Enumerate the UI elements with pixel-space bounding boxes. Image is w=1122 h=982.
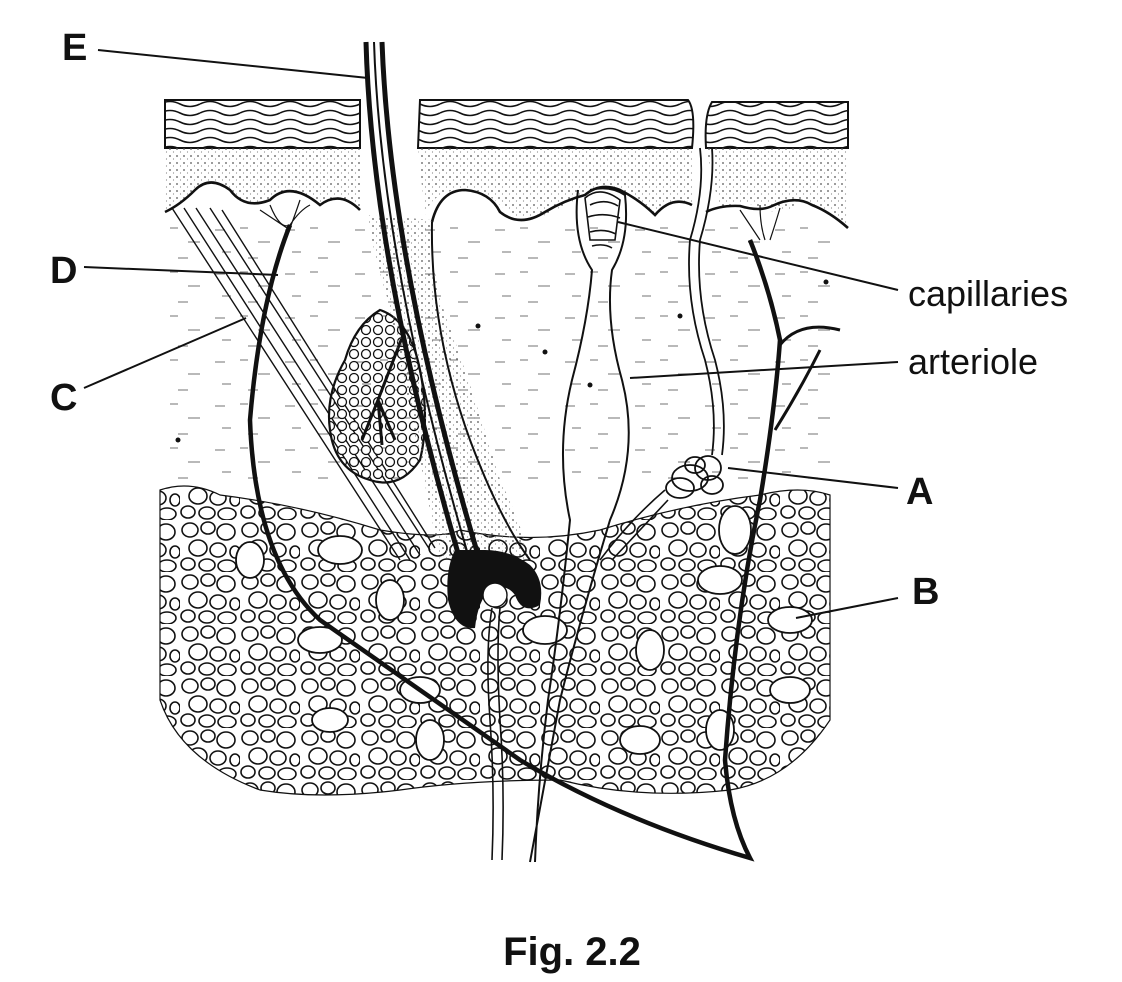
arteriole-outline <box>584 191 621 241</box>
stratum-corneum-left <box>164 99 361 149</box>
hair-shaft-core <box>373 41 470 559</box>
leader-A <box>727 467 899 489</box>
capillary-loop <box>587 200 621 249</box>
fat-cell <box>522 615 568 645</box>
fat-cell <box>635 629 665 671</box>
dermal-papilla <box>482 582 508 608</box>
leader-arteriole <box>629 361 899 379</box>
label-B: B <box>912 571 939 613</box>
fat-cell <box>297 626 343 654</box>
dot <box>823 279 829 285</box>
sensory-nerve <box>247 224 783 862</box>
leader-lines <box>83 49 899 619</box>
dot <box>542 349 548 355</box>
fat-cell <box>415 719 445 761</box>
arteriole-vessel <box>529 187 630 863</box>
leader-C <box>83 317 247 389</box>
hair-shaft-inner <box>379 41 481 556</box>
fat-cell <box>619 725 661 755</box>
leader-E <box>97 49 369 79</box>
dot <box>175 437 181 443</box>
coil-loop <box>671 464 709 492</box>
label-arteriole: arteriole <box>908 341 1038 382</box>
coil-loop <box>665 477 695 499</box>
fat-cell <box>767 606 813 634</box>
epidermis <box>164 99 849 229</box>
fat-cell <box>311 707 349 733</box>
stratum-corneum-middle <box>416 99 695 149</box>
dot <box>475 323 481 329</box>
stratum-corneum-right <box>704 101 849 149</box>
coil-loop <box>694 455 722 481</box>
coil-loop <box>684 456 706 474</box>
papilla-vessel <box>487 607 504 861</box>
leader-capillaries <box>617 221 899 291</box>
fat-cell <box>718 505 752 555</box>
dermal-epidermal-junction <box>164 181 361 214</box>
follicle-sheath <box>368 215 530 560</box>
hair-bulb <box>447 550 542 629</box>
label-capillaries: capillaries <box>908 273 1068 314</box>
arrector-pili-muscle <box>171 207 436 561</box>
fat-cell <box>317 535 363 565</box>
sweat-duct <box>688 147 725 456</box>
follicle-outline-left <box>430 221 531 561</box>
dermal-epidermal-junction-mid <box>430 185 693 223</box>
dermal-epidermal-junction-right <box>705 198 849 229</box>
dermis <box>165 215 845 490</box>
dot <box>677 313 683 319</box>
dot <box>587 382 593 388</box>
figure-caption: Fig. 2.2 <box>503 930 641 974</box>
label-A: A <box>906 471 933 513</box>
nerve-ending-tuft <box>259 199 781 241</box>
sweat-gland-coil <box>665 455 724 499</box>
sweat-gland-vessel <box>599 489 669 561</box>
hair-shaft-outer <box>363 41 463 561</box>
large-fat-cells <box>235 505 813 761</box>
coil-loop <box>700 475 724 495</box>
fat-cell <box>697 565 743 595</box>
dermis-dots <box>175 279 829 443</box>
fat-cell <box>235 541 265 579</box>
nerve-branch <box>773 325 841 431</box>
label-D: D <box>50 250 77 292</box>
granular-layer-right <box>706 148 848 225</box>
leader-B <box>795 597 899 619</box>
granular-layer <box>165 148 360 212</box>
label-E: E <box>62 27 87 69</box>
fat-cell <box>769 676 811 704</box>
fat-cell <box>375 579 405 621</box>
label-C: C <box>50 377 77 419</box>
leader-D <box>83 266 279 276</box>
granular-layer-mid <box>418 148 692 219</box>
sebaceous-duct <box>360 329 407 446</box>
